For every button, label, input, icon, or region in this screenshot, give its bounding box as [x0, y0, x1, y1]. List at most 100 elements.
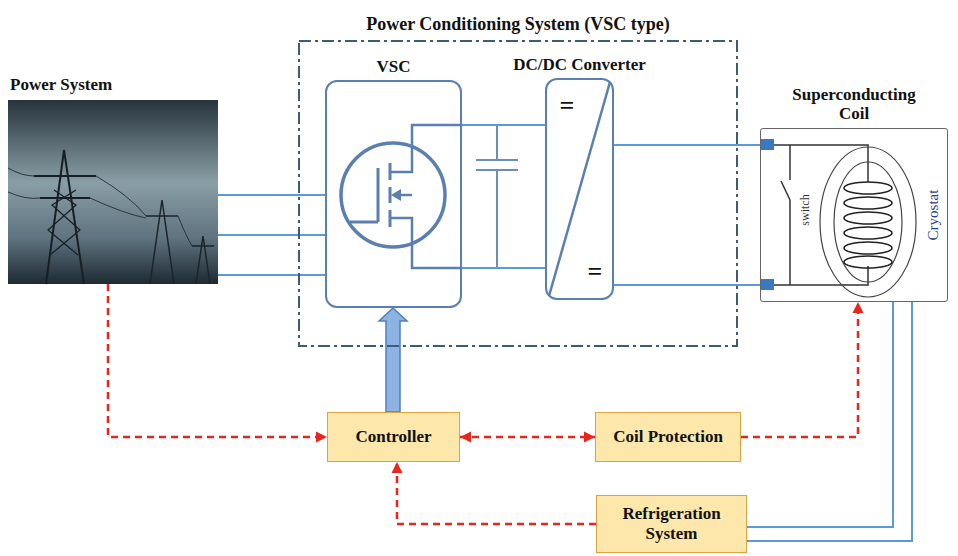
arrowhead [392, 462, 403, 473]
solenoid-turn [844, 242, 892, 254]
node-heading: VSC [376, 57, 410, 77]
field-line [834, 162, 902, 282]
tower-legs [196, 236, 210, 284]
power-connector [614, 145, 760, 146]
field-line [820, 147, 916, 297]
arrowhead [460, 432, 471, 443]
connector-line [614, 144, 760, 146]
power-connector [218, 195, 325, 196]
mosfet-gate-lead [350, 221, 378, 224]
arrowhead [316, 432, 327, 443]
mosfet-circle [341, 143, 445, 247]
block-arrow [379, 308, 407, 412]
capacitor-lead [496, 170, 498, 268]
signal-connector [108, 284, 327, 443]
connector-line [747, 302, 912, 541]
power-connector [614, 285, 760, 286]
node-label: Refrigeration System [605, 504, 738, 543]
power-connector [747, 302, 893, 527]
photo-sky [8, 100, 218, 284]
transmission-tower [34, 150, 96, 284]
node-heading: DC/DC Converter [513, 55, 646, 75]
solenoid-turn [844, 197, 892, 209]
pcs-group: Power Conditioning System (VSC type)VSCD… [298, 40, 738, 347]
mosfet-gate [377, 168, 380, 222]
capacitor-lead [496, 125, 498, 160]
mosfet-symbol [341, 125, 462, 268]
solenoid-turn [844, 212, 892, 224]
power-lines [8, 168, 192, 246]
connector-line [218, 194, 325, 196]
group-border [299, 41, 737, 346]
connector-line [108, 284, 327, 437]
power-connector [462, 125, 545, 126]
converter-diagonal [549, 82, 610, 296]
node-label: Coil Protection [613, 427, 723, 447]
mosfet-source [390, 218, 462, 268]
power-connector [747, 302, 912, 541]
dc-symbol: = [588, 259, 603, 285]
connector-line [218, 274, 325, 276]
solenoid-turn [844, 182, 892, 194]
power-line [8, 168, 34, 176]
arrowhead [584, 432, 595, 443]
solenoid-turn [844, 227, 892, 239]
power-system-photo [8, 100, 218, 284]
connector-line [460, 436, 595, 439]
tower-legs [46, 150, 84, 284]
coil-illustration [760, 139, 916, 297]
connector-line [741, 302, 858, 437]
mosfet-body-arrow [391, 189, 401, 201]
connector-line [218, 234, 325, 236]
controller-box: Controller [327, 412, 460, 462]
tower-arm [146, 215, 178, 217]
dc-symbol: = [560, 93, 575, 119]
vsc-box: VSC [325, 80, 462, 308]
power-connector [462, 268, 545, 269]
switch-label: switch [799, 194, 811, 225]
connector-line [747, 302, 893, 527]
power-connector [218, 235, 325, 236]
switch-wire [789, 200, 791, 285]
refrigeration-box: Refrigeration System [596, 495, 747, 553]
capacitor-symbol [476, 125, 518, 268]
switch-blade [781, 181, 790, 200]
connector-line [462, 124, 545, 126]
node-heading: Superconducting Coil [784, 85, 924, 124]
solenoid-turn [844, 256, 892, 268]
power-connector [218, 275, 325, 276]
dash-dot-outline [298, 40, 738, 347]
cryostat-label: Cryostat [926, 190, 941, 241]
converter-box: DC/DC Converter [545, 78, 614, 300]
power-line [96, 176, 146, 216]
coil-terminal [760, 279, 774, 290]
connector-line [462, 267, 545, 269]
connector-line [614, 284, 760, 286]
power-line [178, 216, 192, 246]
power-system-node: Power System [8, 100, 218, 284]
distant-tower [146, 200, 214, 284]
coil-box: Superconducting Coil [760, 128, 948, 302]
tower-lattice [50, 190, 80, 255]
coil-terminal [760, 139, 774, 150]
arrowhead [853, 302, 864, 313]
power-line [90, 198, 146, 218]
tower-lattice [48, 190, 78, 255]
signal-connector [460, 432, 595, 443]
connector-line [397, 462, 596, 524]
node-heading: Power Conditioning System (VSC type) [366, 14, 670, 35]
protection-box: Coil Protection [595, 412, 741, 462]
power-connector [379, 308, 407, 412]
tower-legs [150, 200, 174, 284]
signal-connector [741, 302, 864, 437]
coil-lead [774, 266, 868, 285]
solenoid [844, 182, 892, 268]
signal-connector [392, 462, 597, 524]
mosfet-drain [390, 125, 462, 172]
tower-arm [192, 245, 214, 247]
capacitor-plate [476, 159, 518, 161]
node-heading: Power System [10, 75, 112, 95]
